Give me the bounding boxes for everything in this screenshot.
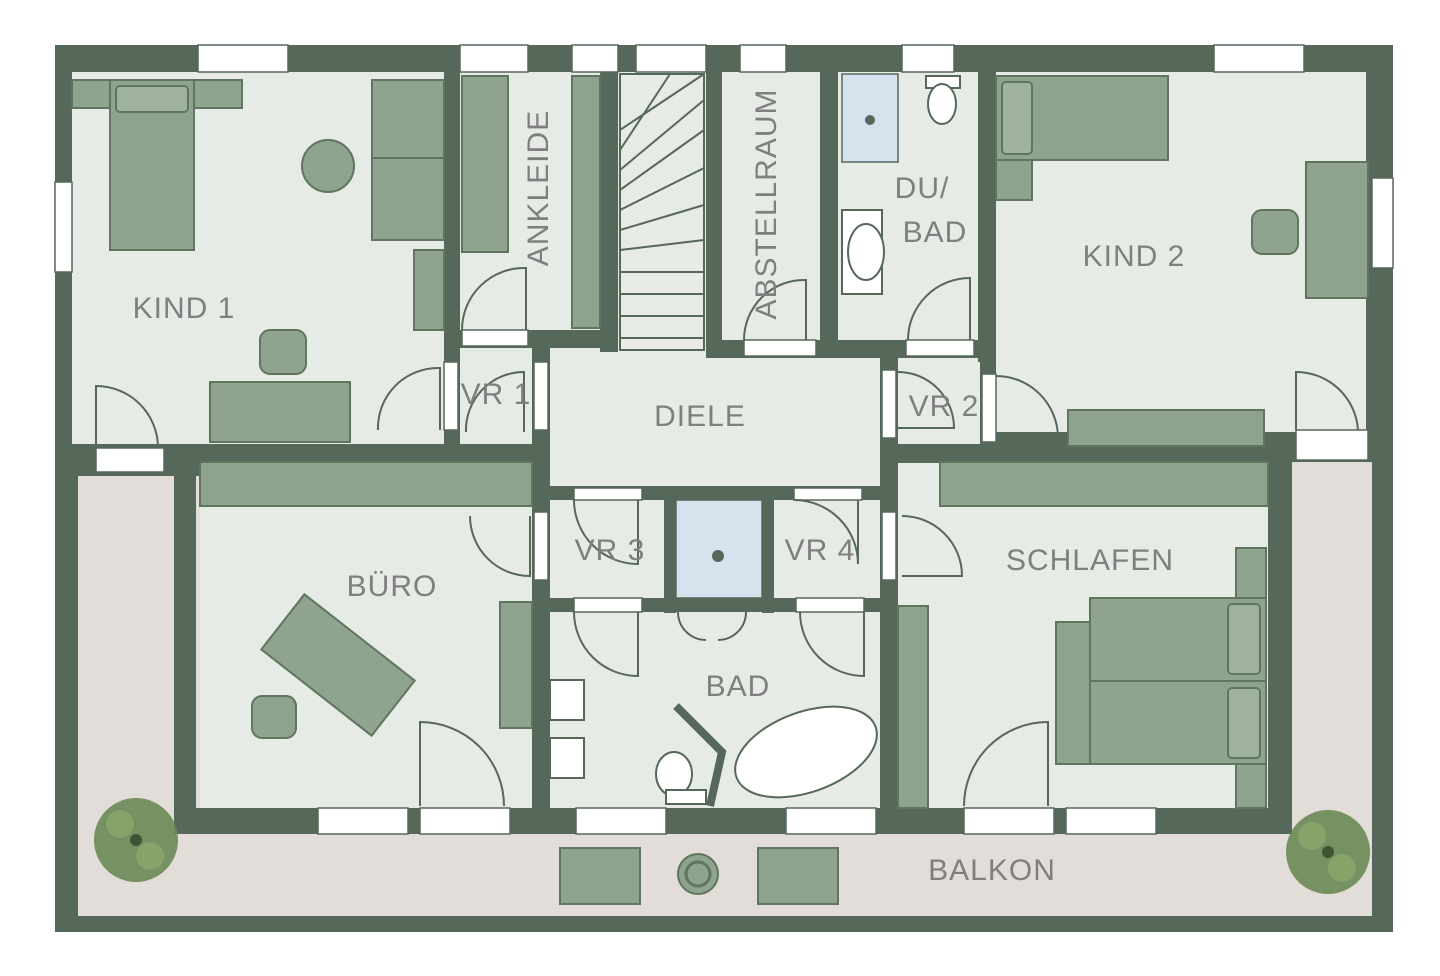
label-bad: BAD xyxy=(706,670,771,703)
label-kind2: KIND 2 xyxy=(1083,240,1186,273)
bad-shower xyxy=(675,499,763,599)
balcony-area xyxy=(78,834,1372,914)
balcony-furniture xyxy=(559,847,839,905)
doors xyxy=(95,266,1359,807)
label-ankleide: ANKLEIDE xyxy=(522,110,555,266)
bad-fixtures xyxy=(549,679,878,807)
label-vr4: VR 4 xyxy=(785,534,856,567)
label-vr3: VR 3 xyxy=(575,534,646,567)
staircase xyxy=(619,73,705,351)
label-vr2: VR 2 xyxy=(909,390,980,423)
label-vr1: VR 1 xyxy=(461,378,532,411)
label-abstellraum: ABSTELLRAUM xyxy=(750,88,783,319)
plant-left xyxy=(94,798,178,882)
label-schlafen: SCHLAFEN xyxy=(1006,544,1174,577)
label-balkon: BALKON xyxy=(928,854,1056,887)
windows xyxy=(54,44,1394,835)
label-du-bad-line2: BAD xyxy=(903,216,968,249)
buero-furniture xyxy=(199,461,533,739)
label-kind1: KIND 1 xyxy=(133,292,236,325)
kind2-furniture xyxy=(995,75,1369,447)
du-bad-fixtures xyxy=(841,73,961,295)
schlafen-furniture xyxy=(897,461,1269,809)
ankleide-wardrobes xyxy=(461,75,601,329)
plant-right xyxy=(1286,810,1370,894)
label-du-bad-line1: DU/ xyxy=(895,172,950,205)
kind1-furniture xyxy=(71,79,445,443)
room-labels: KIND 1 ANKLEIDE ABSTELLRAUM DU/ BAD KIND… xyxy=(133,88,1186,887)
label-buero: BÜRO xyxy=(347,570,438,603)
label-diele: DIELE xyxy=(654,400,746,433)
